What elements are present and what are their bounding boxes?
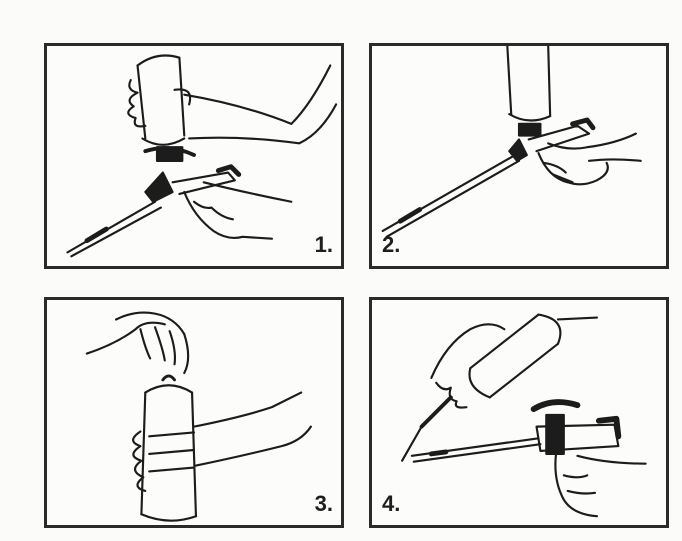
foam-gun-with-can-mounted-icon (372, 46, 666, 266)
step-number: 3. (315, 493, 333, 515)
step-number: 1. (315, 234, 333, 256)
step-4-panel: 4. (369, 297, 669, 528)
step-1-panel: 1. (44, 43, 344, 269)
foam-can-screw-onto-gun-icon (47, 46, 341, 266)
step-number: 4. (382, 493, 400, 515)
shake-foam-can-icon (47, 300, 341, 525)
step-2-panel: 2. (369, 43, 669, 269)
clean-gun-nozzle-with-cleaner-icon (372, 300, 666, 525)
step-number: 2. (382, 234, 400, 256)
step-3-panel: 3. (44, 297, 344, 528)
